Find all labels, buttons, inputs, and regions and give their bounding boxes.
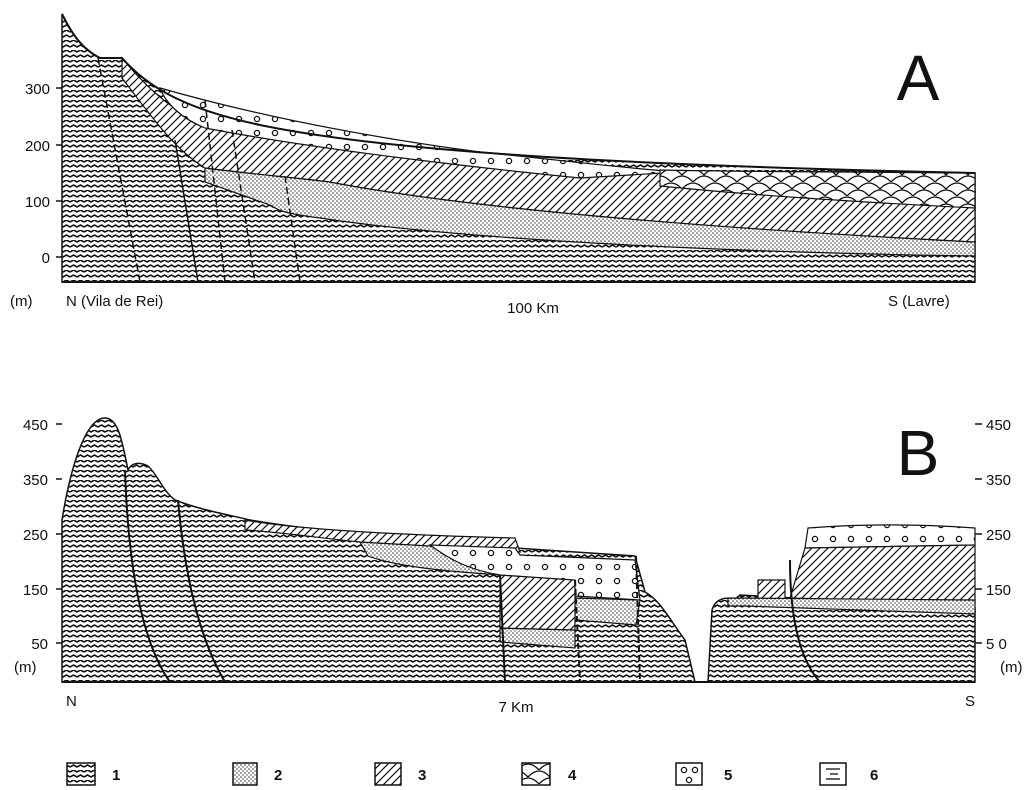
legend: 1 2 3 4 5 6 [66,762,878,786]
panel-b-y-axis-right: 450 350 250 150 5 0 [975,417,1011,653]
legend-item-6: 6 [819,762,878,786]
panel-a-scale-label: 100 Km [507,300,559,317]
panel-b-tick-right-350: 350 [986,472,1011,489]
panel-b-unit-5-right [804,524,976,549]
legend-item-5: 5 [675,762,732,786]
panel-b-letter: B [897,417,940,489]
panel-b-unit-2-right [727,597,976,615]
panel-b-faults [124,469,821,683]
panel-b: 450 350 250 150 50 450 350 250 150 5 0 [14,417,1023,716]
panel-b-tick-left-350: 350 [23,472,48,489]
panel-a-letter: A [897,42,940,114]
panel-a-north-label: N (Vila de Rei) [66,293,163,310]
panel-b-unit-left: (m) [14,659,37,676]
legend-label-2: 2 [274,767,282,784]
panel-a-unit-4 [659,169,976,209]
panel-a-tick-100: 100 [25,194,50,211]
panel-b-unit-right: (m) [1000,659,1023,676]
panel-b-north-label: N [66,693,77,710]
panel-a-tick-200: 200 [25,138,50,155]
panel-b-tick-left-450: 450 [23,417,48,434]
panel-b-unit-3-right [789,544,976,604]
panel-b-unit-5-mid [428,544,641,601]
panel-b-tick-right-50: 5 0 [986,636,1007,653]
panel-b-unit-3-mid [499,574,576,631]
panel-b-south-label: S [965,693,975,710]
panel-a-tick-300: 300 [25,81,50,98]
legend-label-5: 5 [724,767,732,784]
legend-label-3: 3 [418,767,426,784]
legend-item-3: 3 [374,762,426,786]
panel-b-tick-right-250: 250 [986,527,1011,544]
panel-a: 300 200 100 0 A (m) N (Vila de Rei) 100 … [10,13,976,317]
legend-label-4: 4 [568,767,577,784]
panel-a-unit: (m) [10,293,33,310]
panel-b-y-axis-left: 450 350 250 150 50 [23,417,62,653]
panel-a-south-label: S (Lavre) [888,293,950,310]
legend-label-1: 1 [112,767,120,784]
panel-b-unit-3-left [244,519,521,553]
panel-a-y-axis: 300 200 100 0 [25,81,62,267]
panel-b-tick-left-250: 250 [23,527,48,544]
legend-item-1: 1 [66,762,120,786]
panel-b-scale-label: 7 Km [498,699,533,716]
legend-item-2: 2 [232,762,282,786]
panel-a-tick-0: 0 [42,250,50,267]
panel-b-tick-right-450: 450 [986,417,1011,434]
panel-b-unit-2-mid2 [574,597,641,626]
panel-b-unit-3-right-small [757,579,786,601]
panel-b-tick-left-150: 150 [23,582,48,599]
panel-b-tick-left-50: 50 [31,636,48,653]
panel-a-faults [97,57,301,283]
legend-label-6: 6 [870,767,878,784]
legend-item-4: 4 [521,762,577,786]
panel-b-tick-right-150: 150 [986,582,1011,599]
